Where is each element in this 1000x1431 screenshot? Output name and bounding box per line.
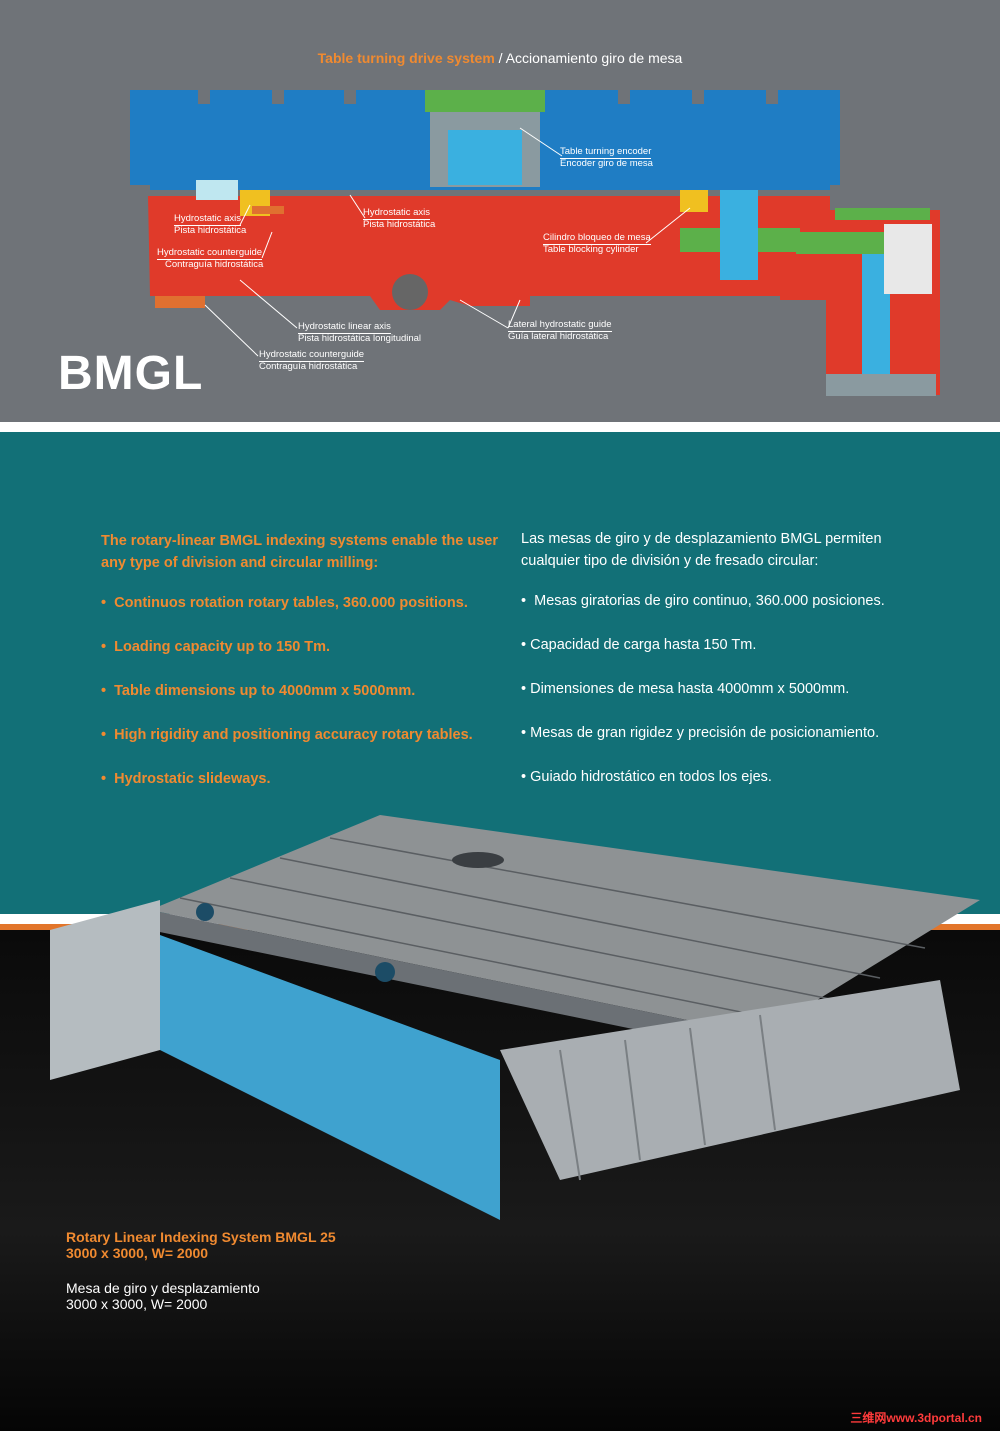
spanish-bullet: • Dimensiones de mesa hasta 4000mm x 500…	[521, 681, 850, 697]
spanish-bullet: • Capacidad de carga hasta 150 Tm.	[521, 637, 757, 653]
spanish-bullet: • Mesas de gran rigidez y precisión de p…	[521, 725, 880, 741]
divider	[0, 422, 1000, 432]
brand-logo: BMGL	[58, 347, 204, 400]
english-column: The rotary-linear BMGL indexing systems …	[101, 530, 501, 812]
english-bullet: • Hydrostatic slideways.	[101, 771, 271, 787]
english-bullet: • Loading capacity up to 150 Tm.	[101, 639, 331, 655]
cross-section-diagram	[130, 90, 940, 396]
english-intro: The rotary-linear BMGL indexing systems …	[101, 533, 498, 571]
machine-photo	[50, 815, 980, 1220]
english-bullet: • Continuos rotation rotary tables, 360.…	[101, 595, 468, 611]
spanish-intro: Las mesas de giro y de desplazamiento BM…	[521, 531, 882, 569]
diagram-title: Table turning drive system / Accionamien…	[317, 50, 683, 66]
watermark: 三维网www.3dportal.cn	[850, 1411, 982, 1425]
spanish-bullet: • Mesas giratorias de giro continuo, 360…	[521, 593, 885, 609]
spanish-bullet: • Guiado hidrostático en todos los ejes.	[521, 769, 772, 785]
english-bullet: • High rigidity and positioning accuracy…	[101, 727, 473, 743]
english-bullet: • Table dimensions up to 4000mm x 5000mm…	[101, 683, 416, 699]
spanish-column: Las mesas de giro y de desplazamiento BM…	[521, 528, 941, 810]
